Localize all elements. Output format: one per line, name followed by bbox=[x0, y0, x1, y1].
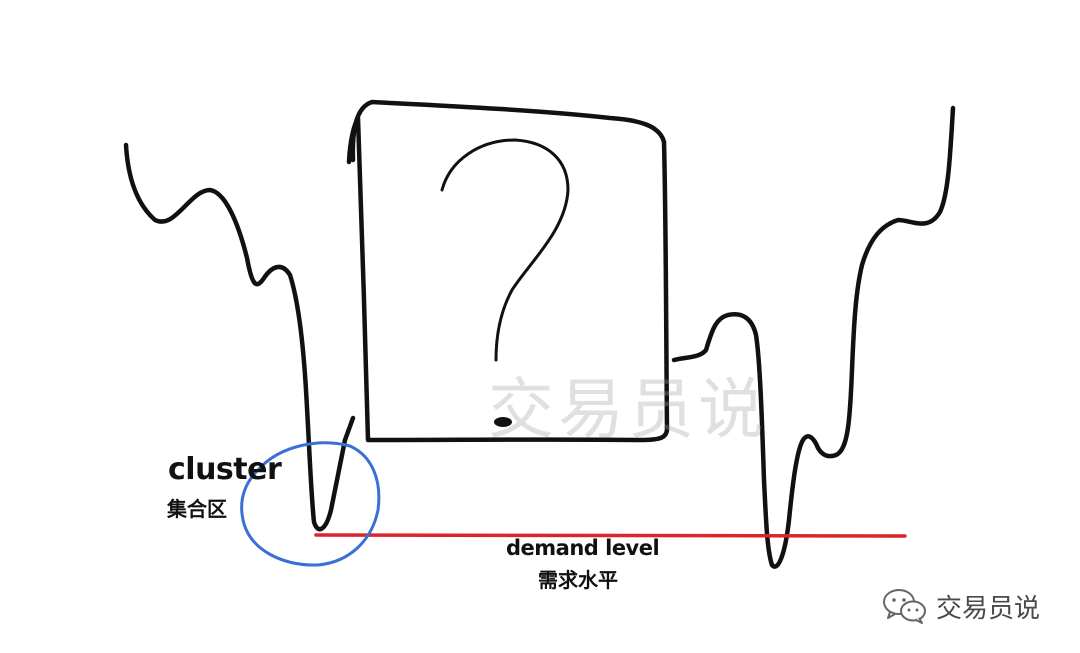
question-mark-curve bbox=[440, 138, 570, 362]
watermark-text: 交易员说 bbox=[488, 371, 768, 448]
cluster-label-cn: 集合区 bbox=[167, 497, 227, 521]
footer-brand-text: 交易员说 bbox=[936, 593, 1041, 624]
demand-level-label-cn: 需求水平 bbox=[538, 568, 618, 592]
price-line-right bbox=[671, 105, 956, 569]
source-footer: 交易员说 bbox=[882, 586, 1040, 626]
demand-level-line bbox=[314, 533, 907, 538]
question-box bbox=[346, 99, 670, 443]
wechat-icon bbox=[883, 589, 926, 624]
cluster-label: cluster bbox=[168, 452, 282, 487]
question-mark-dot bbox=[494, 417, 512, 427]
price-line-left bbox=[123, 142, 356, 532]
demand-level-label: demand level bbox=[506, 536, 660, 560]
cluster-circle bbox=[240, 441, 381, 567]
